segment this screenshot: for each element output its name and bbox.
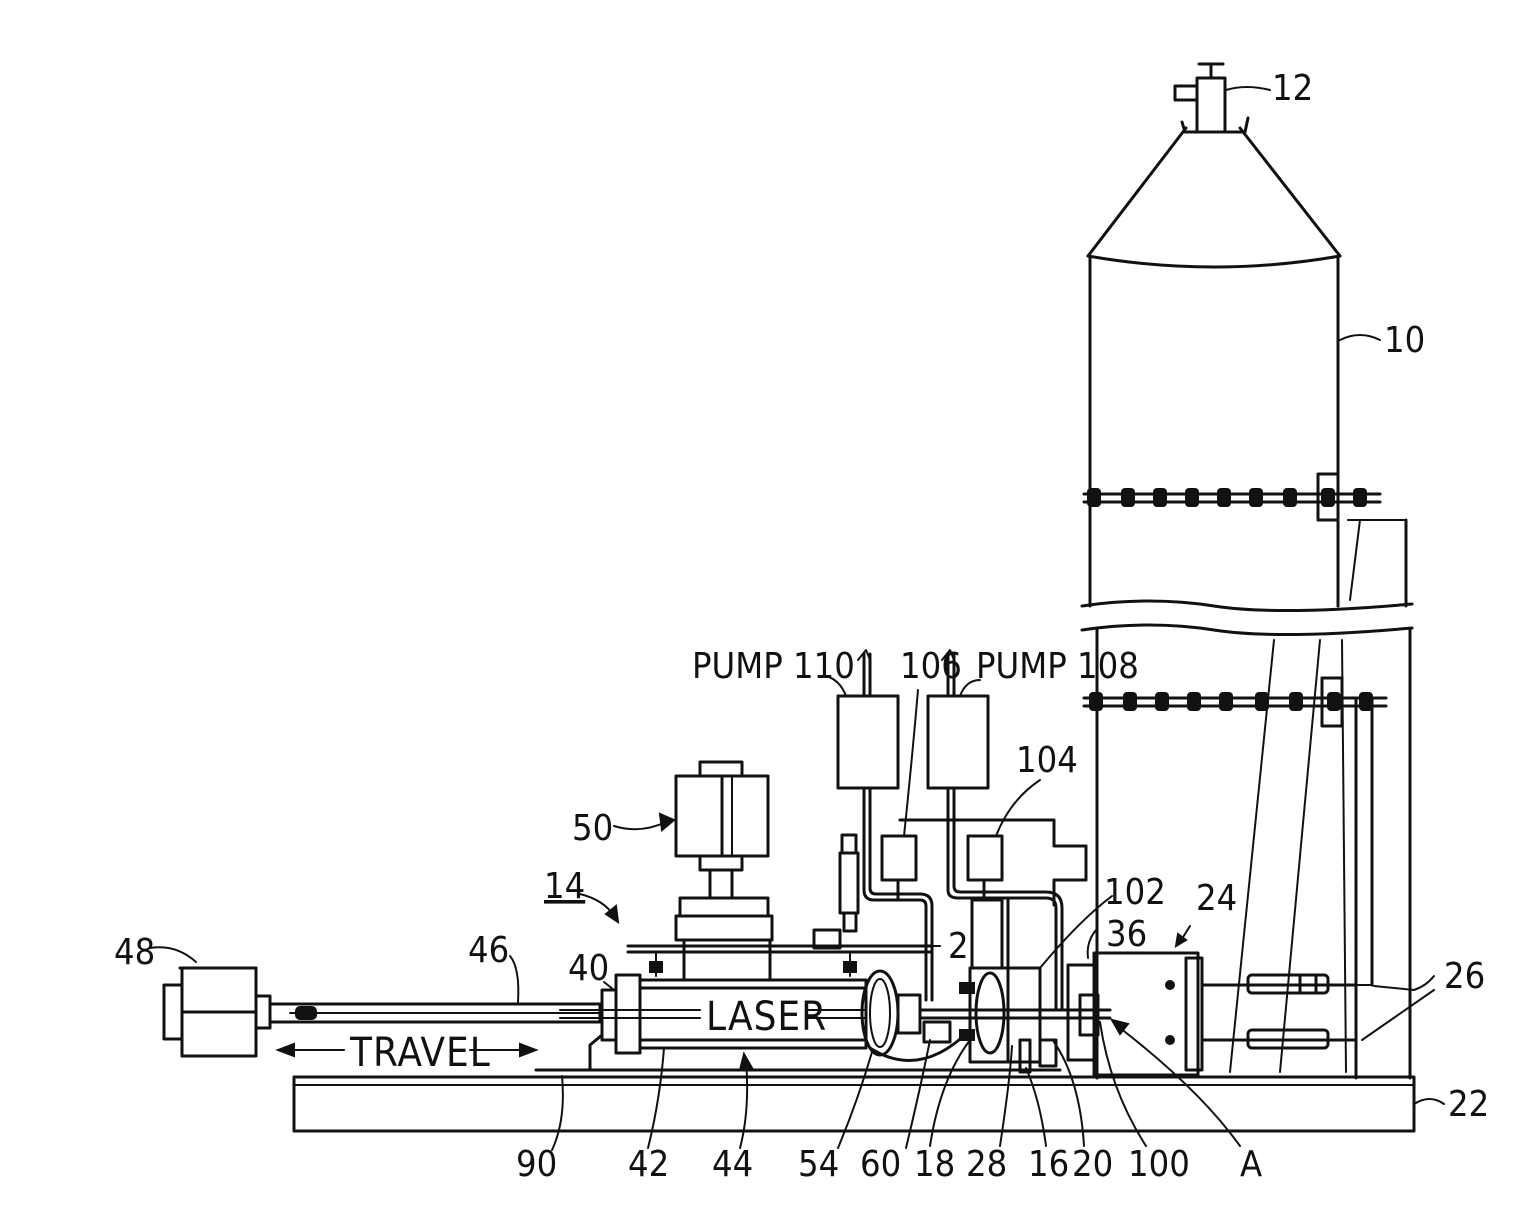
label-54: 54 <box>798 1144 839 1185</box>
label-pump-108: PUMP 108 <box>976 646 1139 687</box>
label-12: 12 <box>1272 68 1313 109</box>
label-24: 24 <box>1196 878 1237 919</box>
label-100: 100 <box>1128 1144 1190 1185</box>
label-48: 48 <box>114 932 155 973</box>
label-A: A <box>1240 1144 1262 1185</box>
label-travel: TRAVEL <box>349 1030 491 1076</box>
label-104: 104 <box>1016 740 1078 781</box>
label-50: 50 <box>572 808 613 849</box>
label-36: 36 <box>1106 914 1147 955</box>
label-90: 90 <box>516 1144 557 1185</box>
motor-48 <box>164 968 270 1056</box>
label-106: 106 <box>900 646 962 687</box>
label-20: 20 <box>1072 1144 1113 1185</box>
jack <box>814 835 858 948</box>
label-16: 16 <box>1028 1144 1069 1185</box>
label-46: 46 <box>468 930 509 971</box>
upper-clamp-row <box>1088 474 1366 520</box>
rail-46 <box>270 1004 600 1022</box>
leader-lines <box>150 87 1444 1150</box>
label-28: 28 <box>966 1144 1007 1185</box>
label-102: 102 <box>1104 872 1166 913</box>
label-26: 26 <box>1444 956 1485 997</box>
label-22: 22 <box>1448 1084 1489 1125</box>
label-40: 40 <box>568 948 609 989</box>
label-2: 2 <box>948 926 969 967</box>
label-pump-110: PUMP 110 <box>692 646 855 687</box>
motor-50 <box>628 762 930 980</box>
label-10: 10 <box>1384 320 1425 361</box>
base-plate <box>294 1077 1414 1131</box>
fixture-24 <box>1068 953 1356 1075</box>
label-14: 14 <box>544 866 585 907</box>
label-60: 60 <box>860 1144 901 1185</box>
label-42: 42 <box>628 1144 669 1185</box>
label-laser: LASER <box>706 994 827 1040</box>
reference-labels: 12 10 26 22 24 36 102 104 106 PUMP 108 P… <box>114 68 1489 1185</box>
label-44: 44 <box>712 1144 753 1185</box>
label-18: 18 <box>914 1144 955 1185</box>
valve-104 <box>900 820 1086 1060</box>
